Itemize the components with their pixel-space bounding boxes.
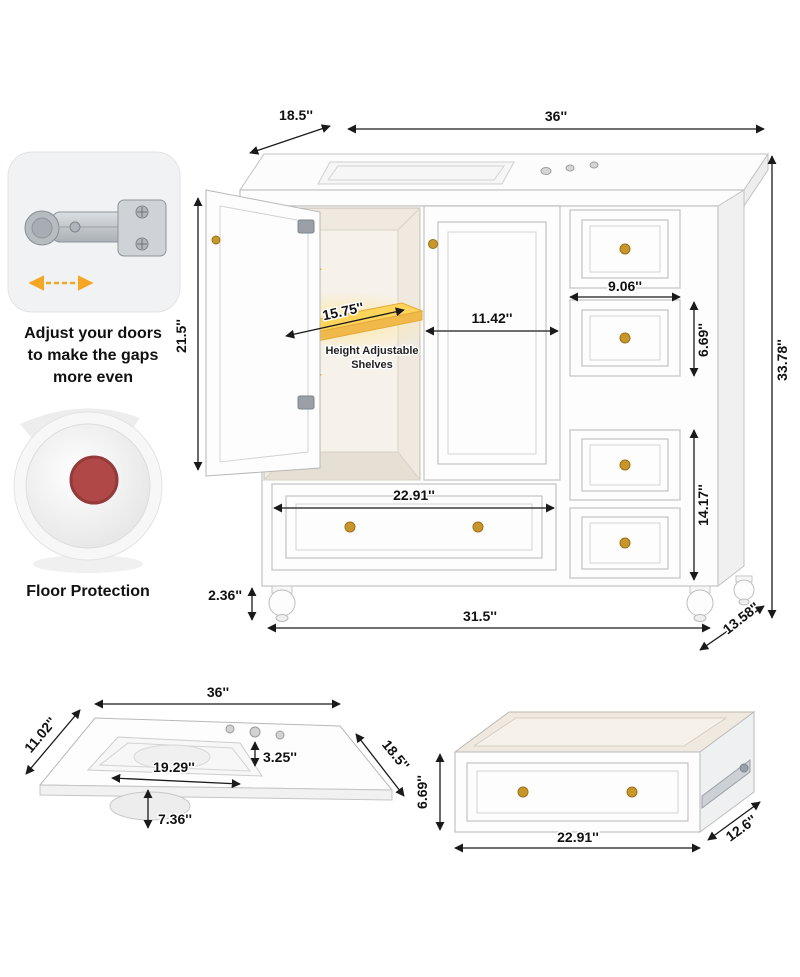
dim-label: 21.5'': [173, 319, 189, 353]
shelf-note-line2: Shelves: [351, 359, 393, 371]
center-door: [423, 205, 561, 481]
dim-label: 6.69'': [695, 323, 711, 357]
floor-pad-icon: [13, 411, 163, 561]
dim-label: 33.78'': [774, 339, 790, 381]
side-drawer-4: [569, 507, 681, 579]
dim-vanity-top-depth: 18.5'': [249, 106, 331, 155]
dim-label: 22.91'': [557, 829, 599, 845]
dim-label: 36'': [545, 108, 567, 124]
drawer-knob-icon: [619, 459, 631, 471]
hinge-callout-line1: Adjust your doors: [24, 325, 162, 342]
dim-label: 11.42'': [472, 310, 513, 326]
floor-protection-callout: Floor Protection: [13, 408, 163, 600]
vanity-drawing: 36'' 18.5'' 21.5'' 15.75'' 11.42'' Heigh…: [172, 106, 792, 651]
shelf-note: Height Adjustable Shelves: [324, 344, 420, 373]
dim-faucet-hole: 3.25'': [250, 741, 298, 767]
faucet-holes-icon: [540, 161, 599, 175]
drawer-knob-icon: [619, 537, 631, 549]
bun-foot-back-right: [733, 575, 755, 606]
drawer-knob-icon: [619, 243, 631, 255]
drawer-box-drawing: 6.69'' 22.91'' 12.6'': [413, 711, 761, 853]
dim-total-height: 33.78'': [767, 155, 792, 619]
dim-label: 14.17'': [695, 484, 711, 526]
center-door-knob-icon: [428, 239, 438, 249]
dim-sink-width: 36'': [94, 683, 341, 709]
hinge-top-icon: [297, 219, 315, 234]
bun-foot-front-right: [686, 585, 714, 622]
dim-base-width: 31.5'': [267, 607, 711, 633]
left-door-open: [205, 189, 321, 477]
drawer-knob-icon: [344, 521, 356, 533]
drawer-front: [454, 751, 701, 833]
faucet-holes-icon: [225, 724, 285, 740]
hinge-callout-line3: more even: [53, 369, 133, 386]
hinge-callout: Adjust your doors to make the gaps more …: [7, 151, 181, 386]
dim-door-height: 21.5'': [172, 197, 203, 471]
dim-label: 18.5'': [379, 737, 413, 773]
dim-label: 36'': [207, 684, 229, 700]
foot-shadow: [33, 555, 143, 573]
dim-side-drawer-width: 9.06'': [569, 277, 681, 302]
drawer-inner-floor: [472, 717, 728, 747]
dim-lower-drawers-height: 14.17'': [689, 429, 713, 581]
sink-basin: [86, 736, 263, 777]
dim-leg-height: 2.36'': [207, 586, 257, 621]
drawer-knob-icon: [619, 332, 631, 344]
hinge-icon: [24, 199, 167, 257]
sink-cutout: [317, 161, 515, 185]
drawer-knob-icon: [517, 786, 529, 798]
dim-label: 18.5'': [279, 107, 313, 123]
dim-bowl-depth: 7.36'': [143, 789, 193, 829]
drawer-knob-icon: [626, 786, 638, 798]
sink-top-drawing: 36'' 11.02'' 19.29'' 3.25'' 7.36'' 18.5'…: [19, 683, 414, 829]
dim-label: 7.36'': [158, 811, 192, 827]
side-drawer-1: [569, 209, 681, 289]
hinge-callout-line2: to make the gaps: [28, 347, 159, 364]
drawer-slide-rail-icon: [701, 759, 751, 809]
dim-label: 2.36'': [208, 587, 242, 603]
bun-foot-front-left: [268, 585, 296, 622]
dim-bottom-drawer-width: 22.91'': [273, 486, 555, 513]
dim-label: 6.69'': [414, 775, 430, 809]
shelf-note-line1: Height Adjustable: [325, 345, 418, 357]
dim-label: 11.02'': [21, 714, 60, 756]
floor-callout-label: Floor Protection: [26, 583, 150, 600]
side-drawer-2: [569, 299, 681, 377]
drawer-knob-icon: [472, 521, 484, 533]
hinge-bottom-icon: [297, 395, 315, 410]
counter-top: [239, 152, 769, 208]
side-drawer-3: [569, 429, 681, 501]
dim-center-door-width: 11.42'': [425, 309, 559, 336]
dim-label: 22.91'': [393, 487, 435, 503]
dim-vanity-width: 36'': [347, 107, 765, 134]
dim-side-drawer-height: 6.69'': [689, 301, 713, 377]
door-knob-icon: [211, 235, 221, 245]
dim-basin-width: 19.29'': [111, 758, 241, 789]
dim-drawer-width: 22.91'': [454, 828, 701, 853]
dim-label: 31.5'': [463, 608, 497, 624]
dim-label: 19.29'': [153, 759, 195, 775]
cabinet-right-side: [717, 189, 745, 588]
dim-label: 3.25'': [263, 749, 297, 765]
dim-drawer-height: 6.69'': [413, 753, 445, 831]
dim-label: 9.06'': [608, 278, 642, 294]
